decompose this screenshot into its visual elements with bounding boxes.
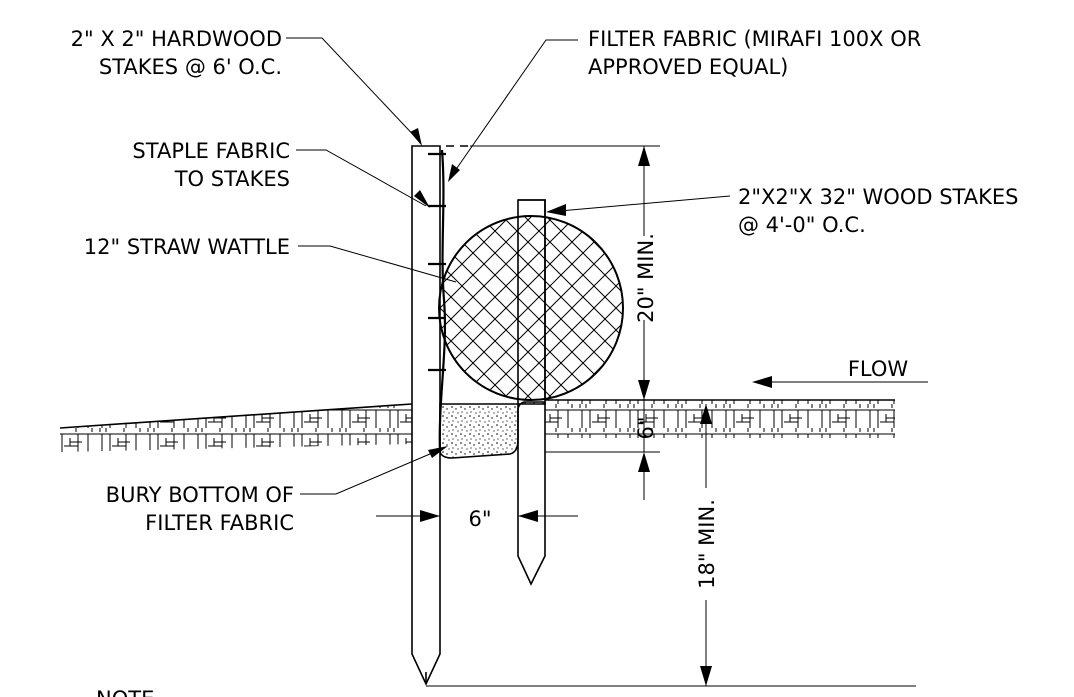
hardwood-stakes-label-line1: 2" X 2" HARDWOOD <box>71 27 282 51</box>
straw-wattle <box>438 215 624 401</box>
dimension-20in <box>470 145 660 400</box>
dimension-18in <box>426 404 916 687</box>
flow-label: FLOW <box>848 357 909 381</box>
staple-fabric-label-line2: TO STAKES <box>174 167 290 191</box>
dimension-stake-spacing <box>376 510 578 540</box>
bury-bottom-label-line2: FILTER FABRIC <box>145 511 294 535</box>
staple-fabric-label-line1: STAPLE FABRIC <box>132 139 290 163</box>
wood-stakes-label-line2: @ 4'-0" O.C. <box>738 213 866 237</box>
dimension-stake-spacing-label: 6" <box>468 507 491 531</box>
bury-bottom-label-line1: BURY BOTTOM OF <box>106 483 294 507</box>
ground-soil <box>59 399 895 452</box>
wood-stakes-label-line1: 2"X2"X 32" WOOD STAKES <box>738 185 1018 209</box>
dimension-trench-6in-label: 6" <box>634 416 658 439</box>
hardwood-stakes-label-line2: STAKES @ 6' O.C. <box>99 55 282 79</box>
leader-lines <box>286 37 731 495</box>
filter-fabric-label-line2: APPROVED EQUAL) <box>588 55 788 79</box>
dimension-trench-6in <box>545 400 660 500</box>
straw-wattle-label: 12" STRAW WATTLE <box>84 235 290 259</box>
dimension-18in-label: 18" MIN. <box>695 499 719 589</box>
hardwood-stake <box>411 145 441 686</box>
wood-stake <box>517 199 546 586</box>
trench-backfill <box>439 401 546 459</box>
note-label: NOTE <box>96 687 154 697</box>
filter-fabric-label-line1: FILTER FABRIC (MIRAFI 100X OR <box>588 27 921 51</box>
flow-arrow <box>752 376 928 388</box>
dimension-20in-label: 20" MIN. <box>634 233 658 323</box>
staples <box>428 152 446 372</box>
